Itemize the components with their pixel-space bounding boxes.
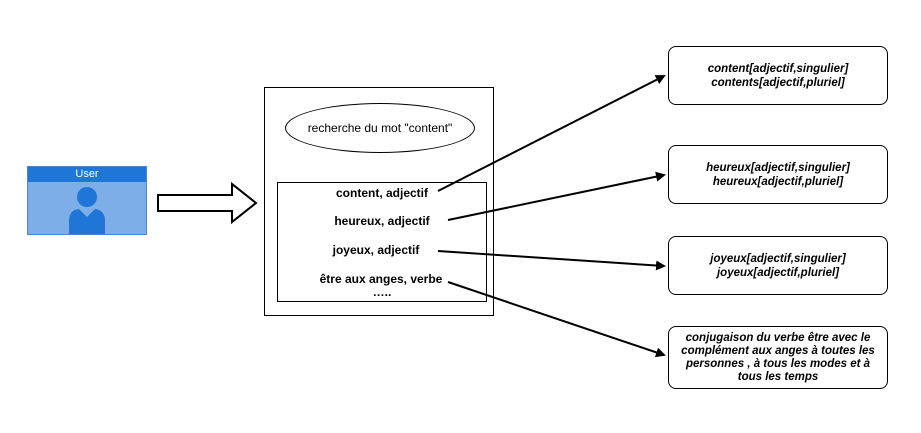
user-label: User	[28, 167, 146, 182]
user-actor: User	[27, 166, 147, 235]
result-item-ellipsis: …..	[372, 285, 392, 299]
output-box-joyeux: joyeux[adjectif,singulier] joyeux[adject…	[668, 236, 888, 295]
result-item-joyeux: joyeux, adjectif	[332, 243, 420, 257]
search-query-label: recherche du mot "content"	[307, 121, 453, 135]
result-item-etre-aux-anges: être aux anges, verbe	[319, 272, 443, 286]
output-line: conjugaison du verbe être avec le	[685, 331, 871, 344]
output-line: personnes , à tous les modes et à	[685, 357, 871, 370]
output-line: tous les temps	[737, 370, 819, 383]
output-line: heureux[adjectif,singulier]	[706, 161, 850, 174]
output-box-etre-aux-anges: conjugaison du verbe être avec le complé…	[668, 326, 888, 389]
output-line: contents[adjectif,pluriel]	[711, 76, 845, 89]
search-query-ellipse: recherche du mot "content"	[285, 103, 475, 153]
output-box-heureux: heureux[adjectif,singulier] heureux[adje…	[668, 145, 888, 204]
result-item-heureux: heureux, adjectif	[334, 214, 430, 228]
user-icon	[69, 187, 105, 234]
output-line: heureux[adjectif,pluriel]	[712, 175, 844, 188]
output-line: content[adjectif,singulier]	[707, 62, 849, 75]
output-line: joyeux[adjectif,pluriel]	[716, 266, 840, 279]
output-box-content: content[adjectif,singulier] contents[adj…	[668, 46, 888, 105]
user-to-panel-arrow	[157, 181, 258, 225]
result-item-content: content, adjectif	[335, 186, 428, 200]
output-line: joyeux[adjectif,singulier]	[710, 252, 846, 265]
output-line: complément aux anges à toutes les	[681, 344, 875, 357]
